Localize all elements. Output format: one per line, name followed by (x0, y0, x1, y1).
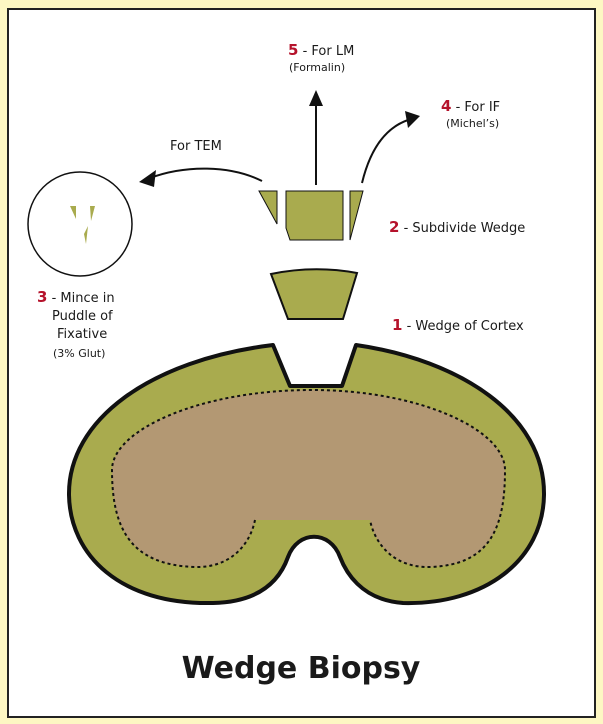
wedge-of-cortex (271, 269, 357, 319)
mince-circle (28, 172, 132, 276)
step-5-sub: (Formalin) (289, 61, 345, 74)
step-4-label: 4 - For IF (441, 97, 500, 115)
step-2-label: 2 - Subdivide Wedge (389, 218, 525, 236)
step-3-line-2: Puddle of (52, 309, 113, 324)
step-3-line-4: (3% Glut) (53, 347, 105, 360)
step-3-label: 3 - Mince in (37, 288, 115, 306)
wedge-piece-left (259, 191, 277, 224)
arrowhead-lm (309, 90, 323, 106)
arrowhead-if (405, 111, 420, 128)
kidney-medulla (112, 390, 505, 567)
arrowhead-tem (139, 170, 156, 187)
step-3-line-3: Fixative (57, 327, 107, 342)
step-4-sub: (Michel’s) (446, 117, 499, 130)
for-tem-label: For TEM (170, 139, 222, 154)
arrow-to-if (362, 120, 408, 183)
diagram-title: Wedge Biopsy (182, 651, 421, 686)
wedge-piece-center (286, 191, 343, 240)
arrow-to-tem (150, 169, 262, 181)
wedge-piece-right (350, 191, 363, 240)
step-5-label: 5 - For LM (288, 41, 354, 59)
step-1-label: 1 - Wedge of Cortex (392, 316, 524, 334)
